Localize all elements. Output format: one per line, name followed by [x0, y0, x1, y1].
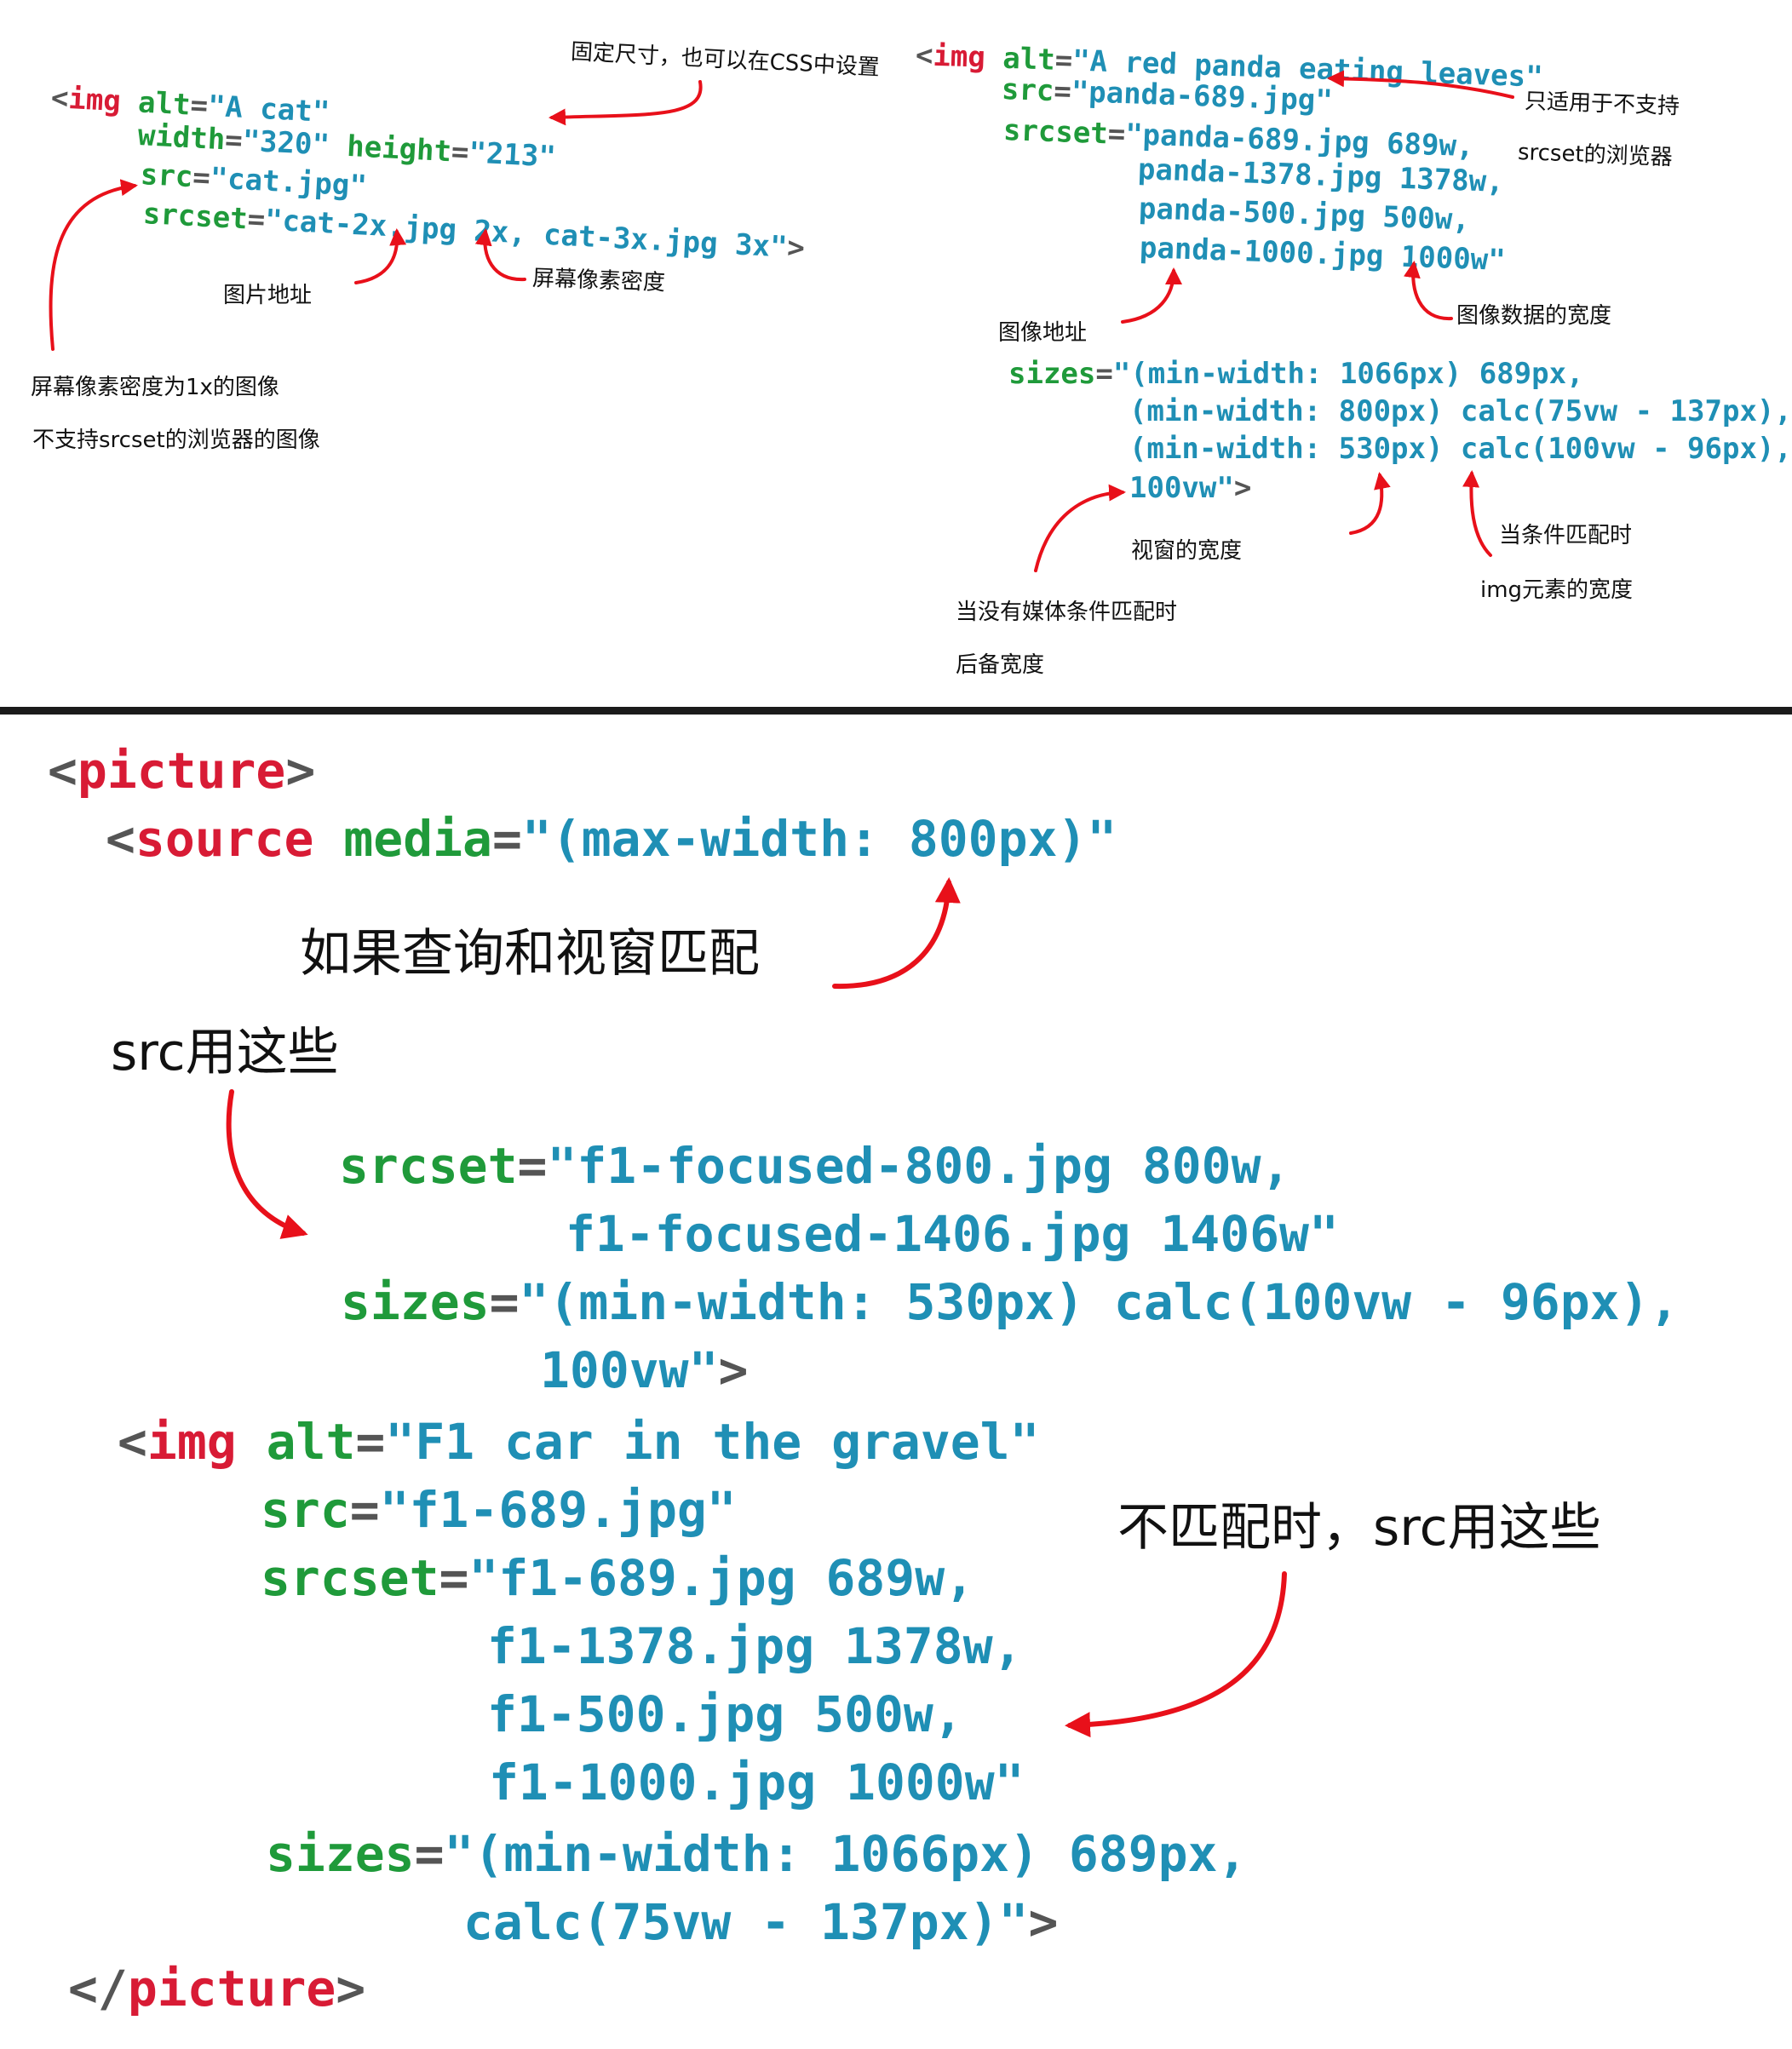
panda-img-line-9: (min-width: 530px) calc(100vw - 96px),	[1129, 432, 1792, 466]
srcset-value: "f1-689.jpg 689w,	[468, 1549, 975, 1607]
tag-close: >	[1233, 471, 1252, 505]
srcset-attr: srcset	[261, 1549, 439, 1607]
arrow-no-match	[1065, 1571, 1287, 1738]
no-match-src-note: 不匹配时，src用这些	[1117, 1498, 1601, 1558]
tag-name: img	[146, 1413, 237, 1471]
img-srcset-line-2: f1-1378.jpg 1378w,	[487, 1617, 1023, 1675]
tag-name: picture	[127, 1960, 336, 2017]
no-media-match-note-line-1: 当没有媒体条件匹配时	[956, 600, 1178, 625]
media-attr: media	[343, 810, 492, 868]
picture-open-line: <picture>	[48, 742, 316, 800]
tag-name: picture	[77, 742, 286, 800]
image-data-width-note: 图像数据的宽度	[1456, 303, 1612, 329]
image-address-note: 图片地址	[223, 283, 313, 308]
no-media-match-note-line-2: 后备宽度	[956, 652, 1045, 678]
media-value: "(max-width: 800px)"	[521, 810, 1117, 868]
use-these-src-note: src用这些	[111, 1023, 339, 1082]
source-line: <source media="(max-width: 800px)"	[106, 810, 1117, 868]
img-srcset-line-4: f1-1000.jpg 1000w"	[489, 1753, 1025, 1811]
alt-value: "F1 car in the gravel"	[385, 1413, 1040, 1471]
alt-attr: alt	[266, 1413, 356, 1471]
sizes-attr: sizes	[266, 1825, 415, 1883]
condition-match-note-line-1: 当条件匹配时	[1499, 523, 1633, 548]
bottom-panel: <picture> <source media="(max-width: 800…	[48, 742, 1680, 2013]
tag-name: source	[135, 810, 314, 868]
srcset-attr: srcset	[339, 1137, 518, 1195]
source-srcset-line-2: f1-focused-1406.jpg 1406w"	[566, 1205, 1339, 1263]
sizes-attr: sizes	[1008, 357, 1096, 391]
sizes-attr: sizes	[341, 1273, 490, 1331]
sizes-value: "(min-width: 1066px) 689px,	[444, 1825, 1248, 1883]
source-sizes-line-2: 100vw">	[540, 1341, 749, 1399]
src-attr: src	[261, 1481, 350, 1539]
sizes-value: "(min-width: 1066px) 689px,	[1112, 357, 1584, 391]
panda-img-line-7: sizes="(min-width: 1066px) 689px,	[1008, 357, 1584, 391]
img-srcset-line: srcset="f1-689.jpg 689w,	[261, 1549, 975, 1607]
img-alt-line: <img alt="F1 car in the gravel"	[118, 1413, 1040, 1471]
img-src-line: src="f1-689.jpg"	[261, 1481, 737, 1539]
fallback-width-value: 100vw"	[1129, 471, 1234, 505]
top-panel: <img alt="A cat" width="320" height="213…	[0, 0, 1792, 707]
section-divider	[0, 707, 1792, 715]
fallback-note-line-1: 屏幕像素密度为1x的图像	[31, 375, 279, 400]
picture-close-line: </picture>	[68, 1960, 366, 2017]
source-sizes-line: sizes="(min-width: 530px) calc(100vw - 9…	[341, 1273, 1680, 1331]
sizes-value: "(min-width: 530px) calc(100vw - 96px),	[519, 1273, 1680, 1331]
fallback-note-line-2: 不支持srcset的浏览器的图像	[32, 428, 320, 453]
condition-match-note-line-2: img元素的宽度	[1480, 577, 1634, 603]
img-srcset-line-3: f1-500.jpg 500w,	[487, 1685, 963, 1743]
image-address-note: 图像地址	[998, 320, 1088, 346]
panda-img-line-10: 100vw">	[1129, 474, 1251, 502]
media-match-note: 如果查询和视窗匹配	[300, 924, 760, 984]
src-value: "f1-689.jpg"	[379, 1481, 737, 1539]
srcset-value: "f1-focused-800.jpg 800w,	[547, 1137, 1291, 1195]
img-sizes-line: sizes="(min-width: 1066px) 689px,	[266, 1825, 1248, 1883]
img-sizes-line-2: calc(75vw - 137px)">	[463, 1893, 1059, 1951]
viewport-width-note: 视窗的宽度	[1131, 538, 1243, 564]
source-srcset-line: srcset="f1-focused-800.jpg 800w,	[339, 1137, 1291, 1195]
panda-img-line-8: (min-width: 800px) calc(75vw - 137px),	[1129, 394, 1792, 428]
